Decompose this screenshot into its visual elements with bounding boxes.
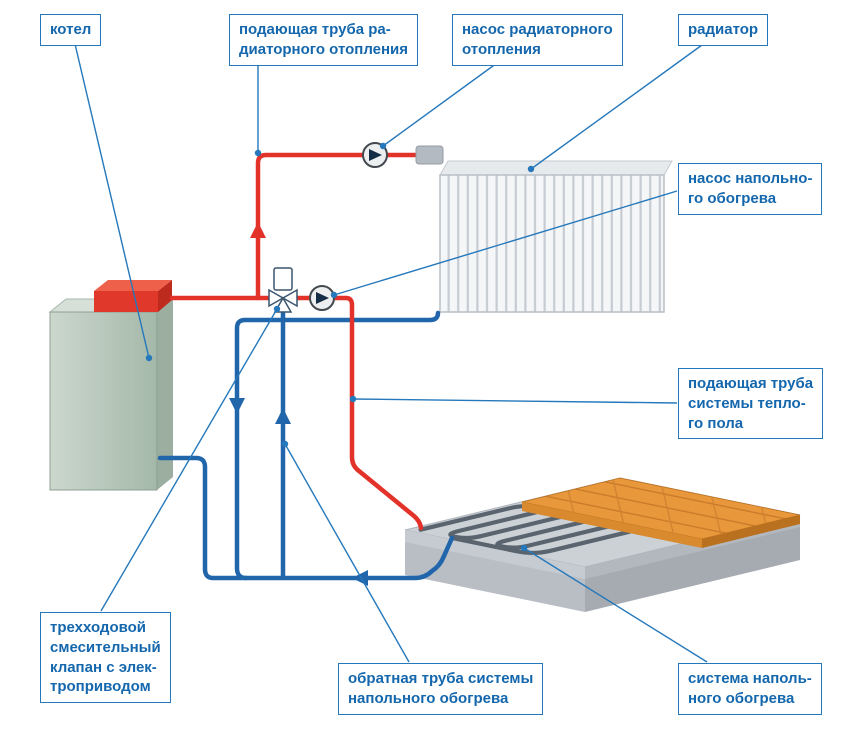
leader-line-mixing-valve — [100, 308, 278, 612]
boiler-side — [157, 299, 173, 490]
boiler-cap-side — [158, 280, 172, 312]
leader-dot-radiator — [527, 165, 535, 173]
wood-seams — [522, 478, 800, 539]
pipe-return-floor-main — [157, 455, 455, 581]
pipe-supply-riser-radiator — [255, 152, 366, 301]
radiator — [439, 160, 673, 313]
pump-radiator-arrow-icon — [369, 149, 382, 161]
pipe-supply-floor — [331, 295, 424, 531]
wood-front-edge — [702, 515, 800, 548]
leader-line-floor-supply-pipe — [352, 398, 678, 404]
boiler — [48, 280, 175, 491]
boiler-front — [49, 311, 158, 491]
leader-dot-radiator-supply-pipe — [254, 149, 262, 157]
radiator-inlet-fitting — [415, 145, 444, 165]
flow-arrow-up-mixing-icon — [275, 408, 291, 424]
label-floor-system: система наполь- ного обогрева — [678, 663, 822, 715]
leader-line-boiler — [74, 43, 150, 359]
leader-dot-mixing-valve — [273, 305, 281, 313]
flow-arrow-down-return-icon — [229, 398, 245, 414]
pump-floor-arrow-icon — [316, 292, 329, 304]
label-boiler: котел — [40, 14, 102, 46]
label-floor-supply-pipe: подающая труба системы тепло- го пола — [678, 368, 824, 440]
wood-floor — [521, 477, 801, 548]
label-radiator: радиатор — [678, 14, 769, 46]
valve-port-left — [268, 288, 285, 308]
flow-arrow-up-supply-icon — [250, 222, 266, 238]
flow-arrows — [229, 222, 368, 586]
radiator-top — [439, 160, 673, 176]
leader-dot-floor-return-pipe — [281, 440, 289, 448]
wood-left-edge — [522, 502, 702, 548]
flow-arrow-left-return-icon — [352, 570, 368, 586]
boiler-cap-front — [94, 291, 158, 312]
leader-dot-floor-system — [520, 544, 528, 552]
leader-line-radiator — [530, 44, 703, 170]
label-mixing-valve: трехходовой смесительный клапан с элек- … — [40, 612, 171, 704]
valve-port-right — [281, 288, 298, 308]
leader-line-floor-return-pipe — [284, 443, 410, 663]
mixing-valve — [268, 267, 298, 313]
pump-floor — [309, 285, 335, 311]
radiator-panel — [439, 174, 665, 313]
leader-line-floor-system — [523, 547, 708, 663]
pump-radiator — [362, 142, 388, 168]
label-floor-return-pipe: обратная труба системы напольного обогре… — [338, 663, 544, 715]
leader-dot-radiator-pump — [379, 142, 387, 150]
valve-actuator — [273, 267, 293, 291]
leader-line-radiator-pump — [382, 62, 498, 147]
supply-pipes — [169, 152, 424, 531]
label-radiator-supply-pipe: подающая труба ра- диаторного отопления — [229, 14, 419, 66]
leader-dot-floor-pump — [330, 291, 338, 299]
leader-dot-boiler — [145, 354, 153, 362]
pipe-return-radiator — [234, 310, 441, 581]
label-radiator-pump: насос радиаторного отопления — [452, 14, 623, 66]
leader-line-floor-pump — [333, 190, 678, 296]
leader-dot-floor-supply-pipe — [349, 395, 357, 403]
boiler-cap-top — [94, 280, 172, 291]
leader-lines — [74, 43, 708, 663]
label-floor-pump: насос напольно- го обогрева — [678, 163, 823, 215]
